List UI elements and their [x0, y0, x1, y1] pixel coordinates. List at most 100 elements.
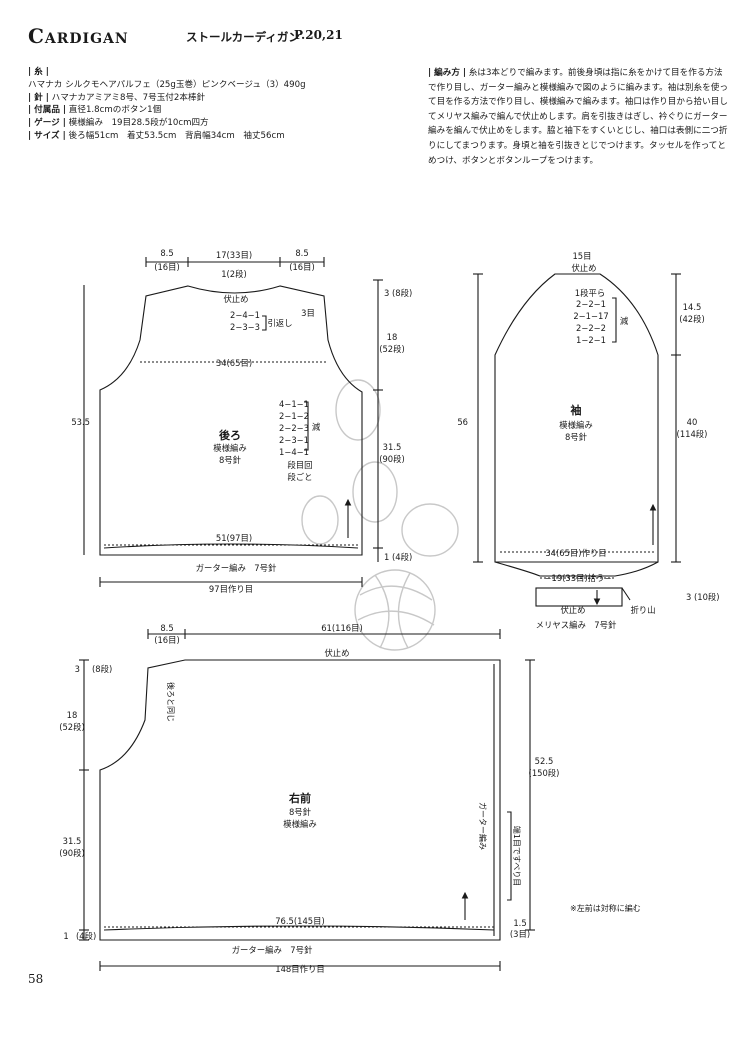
back-arm-dec-1: 4−1−1 [279, 399, 309, 409]
sleeve-pattern: 模様編み [559, 420, 593, 430]
back-shoulder-sts-right: (16目) [289, 262, 315, 272]
sleeve-needle: 8号針 [565, 432, 588, 442]
back-arm-dec-5: 1−4−1 [279, 447, 309, 457]
method-text: 糸は3本どりで編みます。前後身頃は指に糸をかけて目を作る方法で作り目し、ガーター… [428, 68, 728, 166]
back-armhole-h: 18 [387, 332, 398, 342]
back-shoulder-rows: (8段) [392, 288, 412, 298]
front-garter-side: ガーター編み [478, 802, 488, 850]
sleeve-fold: 折り山 [630, 605, 655, 615]
back-shoulder-sts: (16目) [154, 262, 180, 272]
back-neck-dec-1: 2−4−1 [230, 310, 260, 320]
front-body-rows: (90段) [59, 848, 85, 858]
front-garter: ガーター編み 7号針 [232, 945, 313, 955]
back-bind-off: 伏止め [223, 294, 248, 304]
back-width: 51(97目) [216, 533, 252, 543]
spec-value: 後ろ幅51cm 着丈53.5cm 背肩幅34cm 袖丈56cm [68, 130, 285, 141]
front-shoulder-sts: (16目) [154, 635, 180, 645]
sleeve-length: 56 [457, 417, 468, 427]
back-cast-on: 97目作り目 [209, 584, 253, 594]
front-armhole-h: 18 [67, 710, 78, 720]
spec-key: | サイズ | [28, 130, 66, 141]
sleeve-cap-dec-1: 2−2−1 [576, 299, 606, 309]
front-width-top: 61(116目) [321, 623, 363, 633]
page-number: 58 [28, 972, 44, 986]
front-body-h: 31.5 [63, 836, 82, 846]
front-outline [99, 659, 501, 941]
materials-spec: | 糸 | ハマナカ シルクモヘアパルフェ（25g玉巻）ピンクベージュ（3）49… [28, 66, 306, 143]
front-width: 76.5(145目) [275, 916, 325, 926]
back-every: 段ごと [287, 472, 312, 482]
sleeve-lower-rows: (114段) [677, 429, 708, 439]
sleeve-flat: 1段平ら [575, 288, 605, 298]
spec-row-notions: | 付属品 | 直径1.8cmのボタン1個 [28, 104, 306, 117]
spec-row-yarn: | 糸 | [28, 66, 306, 79]
back-neck-dec-2: 2−3−3 [230, 322, 260, 332]
back-diagram [83, 257, 383, 587]
sleeve-name: 袖 [571, 403, 582, 417]
spec-row-needle: | 針 | ハマナカアミアミ8号、7号玉付2本棒針 [28, 92, 306, 105]
back-hem-rows: (4段) [392, 552, 412, 562]
page-subtitle: ストールカーディガン [186, 30, 300, 44]
back-chest: 34(65目) [216, 358, 252, 368]
front-shoulder-rows: (8段) [92, 664, 112, 674]
spec-key: | 糸 | [28, 67, 49, 77]
back-shoulder-width: 8.5 [160, 248, 173, 258]
back-neck-side: 3目 [301, 308, 315, 318]
sleeve-cuff-pick: −19(33目)拾う− [544, 573, 611, 583]
sleeve-cuff-h: 3 [686, 592, 691, 602]
back-shoulder-width-right: 8.5 [295, 248, 308, 258]
back-arm-dec-4: 2−3−1 [279, 435, 309, 445]
back-body-h: 31.5 [383, 442, 402, 452]
back-needle: 8号針 [219, 455, 242, 465]
back-arm-dec-3: 2−2−3 [279, 423, 309, 433]
sleeve-dec-label: 減 [620, 316, 629, 326]
front-hem-line [103, 925, 495, 931]
sleeve-cuff-rows: (10段) [694, 592, 720, 602]
page-reference: P.20,21 [294, 28, 343, 42]
sleeve-width: 34(65目)作り目 [545, 548, 606, 558]
spec-key: | ゲージ | [28, 118, 66, 129]
front-front-h: 52.5 [535, 756, 554, 766]
sleeve-cap-h: 14.5 [683, 302, 702, 312]
back-arm-dec-2: 2−1−2 [279, 411, 309, 421]
sleeve-outline [494, 273, 659, 563]
back-outline [99, 285, 363, 556]
spec-value: 直径1.8cmのボタン1個 [68, 105, 162, 116]
sleeve-cap-dec-4: 1−2−1 [576, 335, 606, 345]
front-hem-rows: (4段) [76, 931, 96, 941]
sleeve-cap-dec-3: 2−2−2 [576, 323, 606, 333]
back-garter: ガーター編み 7号針 [196, 563, 277, 573]
front-bind-off: 伏止め [324, 648, 349, 658]
back-total-h: 53.5 [71, 417, 90, 427]
back-name: 後ろ [219, 428, 241, 442]
front-hem-h: 1 [63, 931, 68, 941]
front-front-rows: (150段) [529, 768, 560, 778]
method-key: | 編み方 | [428, 68, 467, 78]
front-cast-on: 148目作り目 [275, 964, 325, 974]
back-hem-line [103, 543, 359, 549]
knitting-instructions: | 編み方 | 糸は3本どりで編みます。前後身頃は指に糸をかけて目を作る方法で作… [428, 66, 728, 168]
back-shoulder-h: 3 [384, 288, 389, 298]
back-body-rows: (90段) [379, 454, 405, 464]
back-neck-top: 1(2段) [221, 269, 247, 279]
front-name: 右前 [288, 791, 311, 805]
sleeve-cuff [535, 587, 623, 607]
back-pull-back: 引返し [267, 318, 292, 328]
sleeve-labels: 15目 伏止め 1段平ら 2−2−1 2−1−17 2−2−2 1−2−1 減 … [457, 251, 719, 630]
front-diagram [79, 629, 535, 971]
front-edge-sts: (3目) [510, 929, 530, 939]
sleeve-diagram [473, 273, 681, 607]
spec-value: 模様編み 19目28.5段が10cm四方 [68, 118, 209, 129]
spec-row-size: | サイズ | 後ろ幅51cm 着丈53.5cm 背肩幅34cm 袖丈56cm [28, 130, 306, 143]
front-same-back: 後ろと同じ [166, 682, 176, 722]
back-rows-sts: 段目回 [287, 460, 312, 470]
back-neck-width: 17(33目) [216, 250, 252, 260]
spec-row-gauge: | ゲージ | 模様編み 19目28.5段が10cm四方 [28, 117, 306, 130]
sleeve-bind-off: 伏止め [571, 263, 596, 273]
cactus-watermark-icon [301, 379, 459, 651]
front-edge-w: 1.5 [513, 918, 526, 928]
back-pattern: 模様編み [213, 443, 247, 453]
spec-row-yarn-value: ハマナカ シルクモヘアパルフェ（25g玉巻）ピンクベージュ（3）490g [28, 79, 306, 92]
front-labels: 8.5 (16目) 61(116目) 伏止め 3 (8段) 18 (52段) 3… [59, 623, 559, 974]
